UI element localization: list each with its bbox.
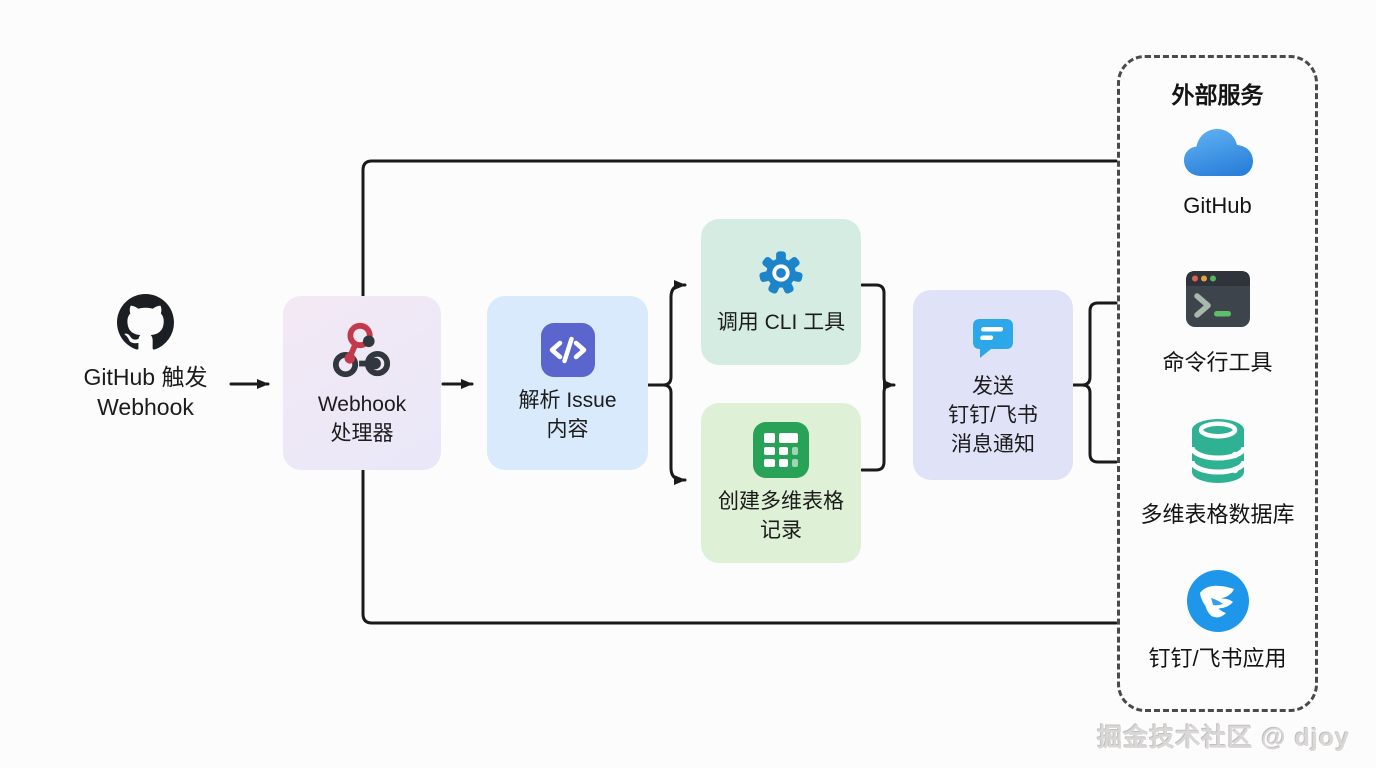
service-label: GitHub — [1183, 193, 1252, 218]
watermark: 掘金技术社区 @ djoy — [1097, 724, 1350, 752]
node-cli-tool: 调用 CLI 工具 — [701, 219, 861, 365]
loop-bottom-webhook-to-panel — [361, 467, 1118, 625]
code-icon — [540, 322, 595, 377]
merge-table-to-send — [860, 383, 891, 472]
service-dingtalk-feishu: 钉钉/飞书应用 — [1120, 570, 1315, 673]
cloud-icon — [1176, 122, 1260, 184]
create-table-label: 创建多维表格 记录 — [718, 489, 844, 542]
source-label: GitHub 触发 Webhook — [83, 364, 208, 420]
service-cli: 命令行工具 — [1120, 262, 1315, 377]
database-icon — [1179, 414, 1257, 488]
line-send-to-terminal-service — [1072, 301, 1118, 387]
panel-title: 外部服务 — [1171, 82, 1264, 108]
terminal-icon — [1181, 262, 1255, 336]
node-send-notification: 发送 钉钉/飞书 消息通知 — [913, 290, 1073, 480]
webhook-handler-label: Webhook 处理器 — [317, 392, 407, 445]
parse-issue-label: 解析 Issue 内容 — [518, 388, 617, 441]
node-parse-issue: 解析 Issue 内容 — [487, 296, 648, 470]
service-label: 命令行工具 — [1162, 350, 1273, 375]
loop-top-webhook-to-panel — [361, 159, 1118, 299]
service-database: 多维表格数据库 — [1120, 414, 1315, 529]
webhook-icon — [331, 319, 393, 381]
node-webhook-handler: Webhook 处理器 — [283, 296, 441, 470]
merge-cli-to-send — [860, 283, 891, 387]
external-services-panel: 外部服务 GitHub — [1117, 55, 1318, 712]
arrow-parse-to-cli — [647, 280, 687, 387]
dingtalk-icon — [1186, 570, 1249, 632]
cli-tool-label: 调用 CLI 工具 — [716, 311, 846, 334]
service-github: GitHub — [1120, 122, 1315, 219]
send-notification-label: 发送 钉钉/飞书 消息通知 — [948, 375, 1038, 456]
service-label: 钉钉/飞书应用 — [1148, 646, 1287, 671]
arrow-parse-to-table — [647, 383, 687, 485]
line-send-to-database-service — [1072, 383, 1118, 464]
service-label: 多维表格数据库 — [1140, 502, 1295, 527]
chat-bubble-icon — [967, 311, 1019, 363]
node-create-table: 创建多维表格 记录 — [701, 403, 861, 563]
gear-icon — [755, 247, 807, 299]
github-octocat-icon — [117, 294, 174, 351]
table-icon — [753, 421, 809, 478]
source-github-trigger: GitHub 触发 Webhook — [48, 294, 243, 422]
